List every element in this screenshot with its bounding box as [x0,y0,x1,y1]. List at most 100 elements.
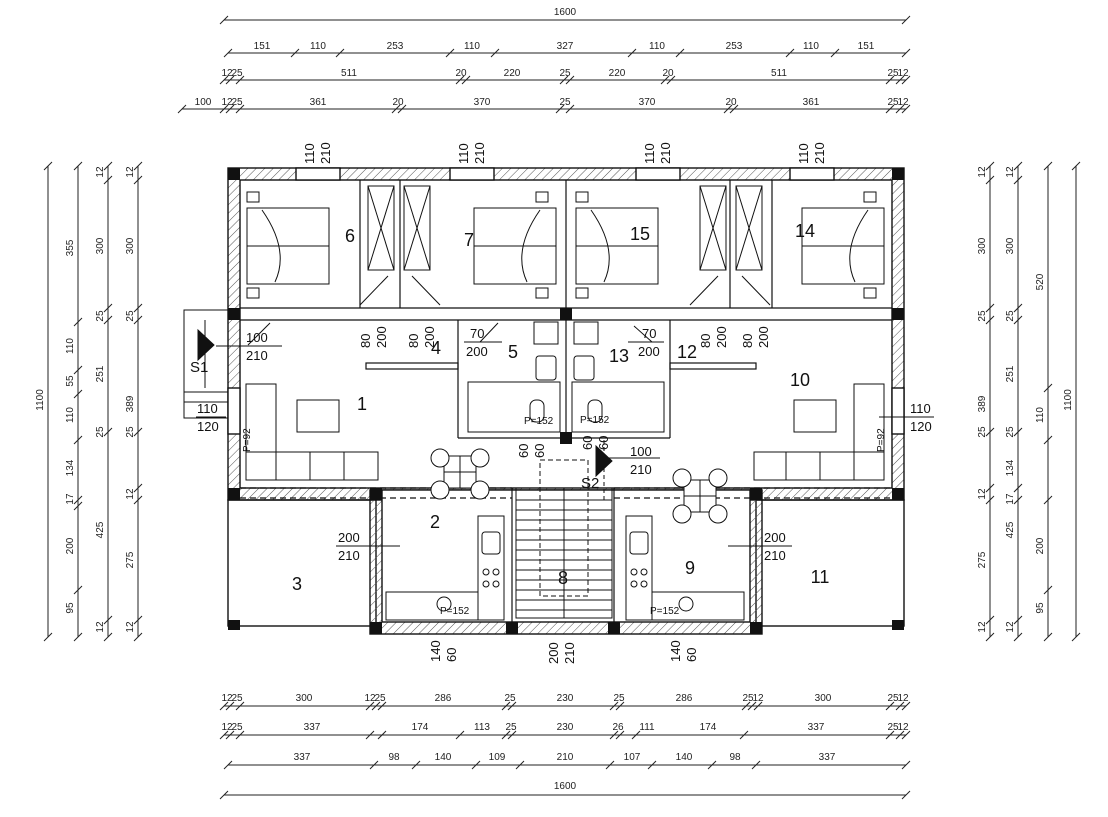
dim-label: 134 [1005,459,1016,476]
dimension-tick [901,75,911,85]
door-d12b-width: 80 [740,334,755,348]
bottom-dim-row1: 12 25 300 12 25 286 25 230 25 286 25 12 … [221,693,909,704]
left-dimension-lines [47,166,139,637]
dimension-tick [555,104,565,114]
parapet-bath-left: P=152 [524,416,554,427]
dimension-tick [1013,615,1023,625]
door-labels: 80 200 80 200 80 200 80 200 100 210 110 … [197,326,932,664]
window-labels: 110 210 110 210 110 210 110 210 [302,142,827,164]
dim-label: 140 [676,752,693,763]
dim-label: 25 [887,722,899,733]
dimension-tick [73,495,83,505]
dimension-tick [73,389,83,399]
dim-label: 337 [819,752,836,763]
dimension-tick [1013,175,1023,185]
dim-label: 140 [435,752,452,763]
dim-label: 389 [125,395,136,412]
dimension-tick [1013,483,1023,493]
window-w7-height: 210 [472,142,487,164]
bottom-dimension-lines [224,705,906,796]
dimension-tick [660,75,670,85]
dimension-tick [1013,303,1023,313]
dim-label: 300 [95,237,106,254]
dimension-tick [1013,632,1023,642]
dim-label: 520 [1035,273,1046,290]
dimension-tick [377,730,387,740]
dim-label: 12 [125,488,136,500]
dimension-tick [133,303,143,313]
dimension-tick [675,48,685,58]
room-13: 13 [609,346,629,366]
dim-label: 337 [304,722,321,733]
dimension-tick [235,104,245,114]
dimension-tick [901,15,911,25]
door-d3-width: 200 [338,530,360,545]
dimension-tick [885,104,895,114]
window-w15-width: 110 [642,143,657,164]
dim-label: 251 [1005,365,1016,382]
wardrobes [367,185,763,271]
dimension-tick [73,501,83,511]
room-4: 4 [431,338,441,358]
dim-label: 12 [1005,621,1016,633]
dimension-tick [647,760,657,770]
dim-label: 151 [858,41,875,52]
door-d11-width: 200 [764,530,786,545]
dimension-tick [609,730,619,740]
structural-columns [228,168,904,634]
dimension-tick [133,315,143,325]
dim-label: 25 [1005,310,1016,322]
window-w14-width: 110 [796,143,811,164]
dim-label: 253 [387,41,404,52]
dimension-tick [985,175,995,185]
dimension-tick [73,161,83,171]
dim-label: 275 [125,551,136,568]
dimension-tick [615,701,625,711]
dimension-tick [235,75,245,85]
top-dim-total: 1600 [554,7,577,18]
dimension-tick [985,303,995,313]
dim-label: 337 [808,722,825,733]
dim-label: 55 [65,375,76,387]
dim-label: 110 [464,41,480,52]
dim-label: 253 [726,41,743,52]
dim-label: 12 [221,68,233,79]
room-12: 12 [677,342,697,362]
dim-label: 174 [412,722,429,733]
section-s1-label: S1 [190,359,208,376]
door-d1-height: 210 [246,348,268,363]
dimension-tick [901,104,911,114]
window-w6-height: 210 [318,142,333,164]
dimension-tick [219,730,229,740]
dimension-tick [365,701,375,711]
dimension-tick [369,760,379,770]
dim-label: 110 [65,407,76,423]
dimension-tick [219,75,229,85]
dim-label: 151 [254,41,271,52]
dim-label: 389 [977,395,988,412]
dim-label: 200 [1035,537,1046,554]
window-w6-width: 110 [302,143,317,164]
dimension-tick [1013,427,1023,437]
dim-label: 110 [649,41,665,52]
dimension-tick [43,632,53,642]
dim-label: 12 [221,97,233,108]
dimension-tick [235,701,245,711]
dim-label: 511 [341,68,357,79]
door-d1b-width: 110 [197,401,218,416]
dimension-tick [1043,495,1053,505]
dimension-tick [225,104,235,114]
door-d4a-height: 200 [374,326,389,348]
dimension-tick [1043,383,1053,393]
door-d10-width: 110 [910,401,931,416]
room-8: 8 [558,568,568,588]
dim-label: 25 [1005,426,1016,438]
door-d11-height: 210 [764,548,786,563]
dimension-tick [895,730,905,740]
door-d5-width: 70 [470,326,484,341]
top-dim-row2: 151 110 253 110 327 110 253 110 151 [254,41,875,52]
left-dimension-ticks [43,161,143,642]
dimension-tick [885,701,895,711]
dim-label: 220 [504,68,521,79]
